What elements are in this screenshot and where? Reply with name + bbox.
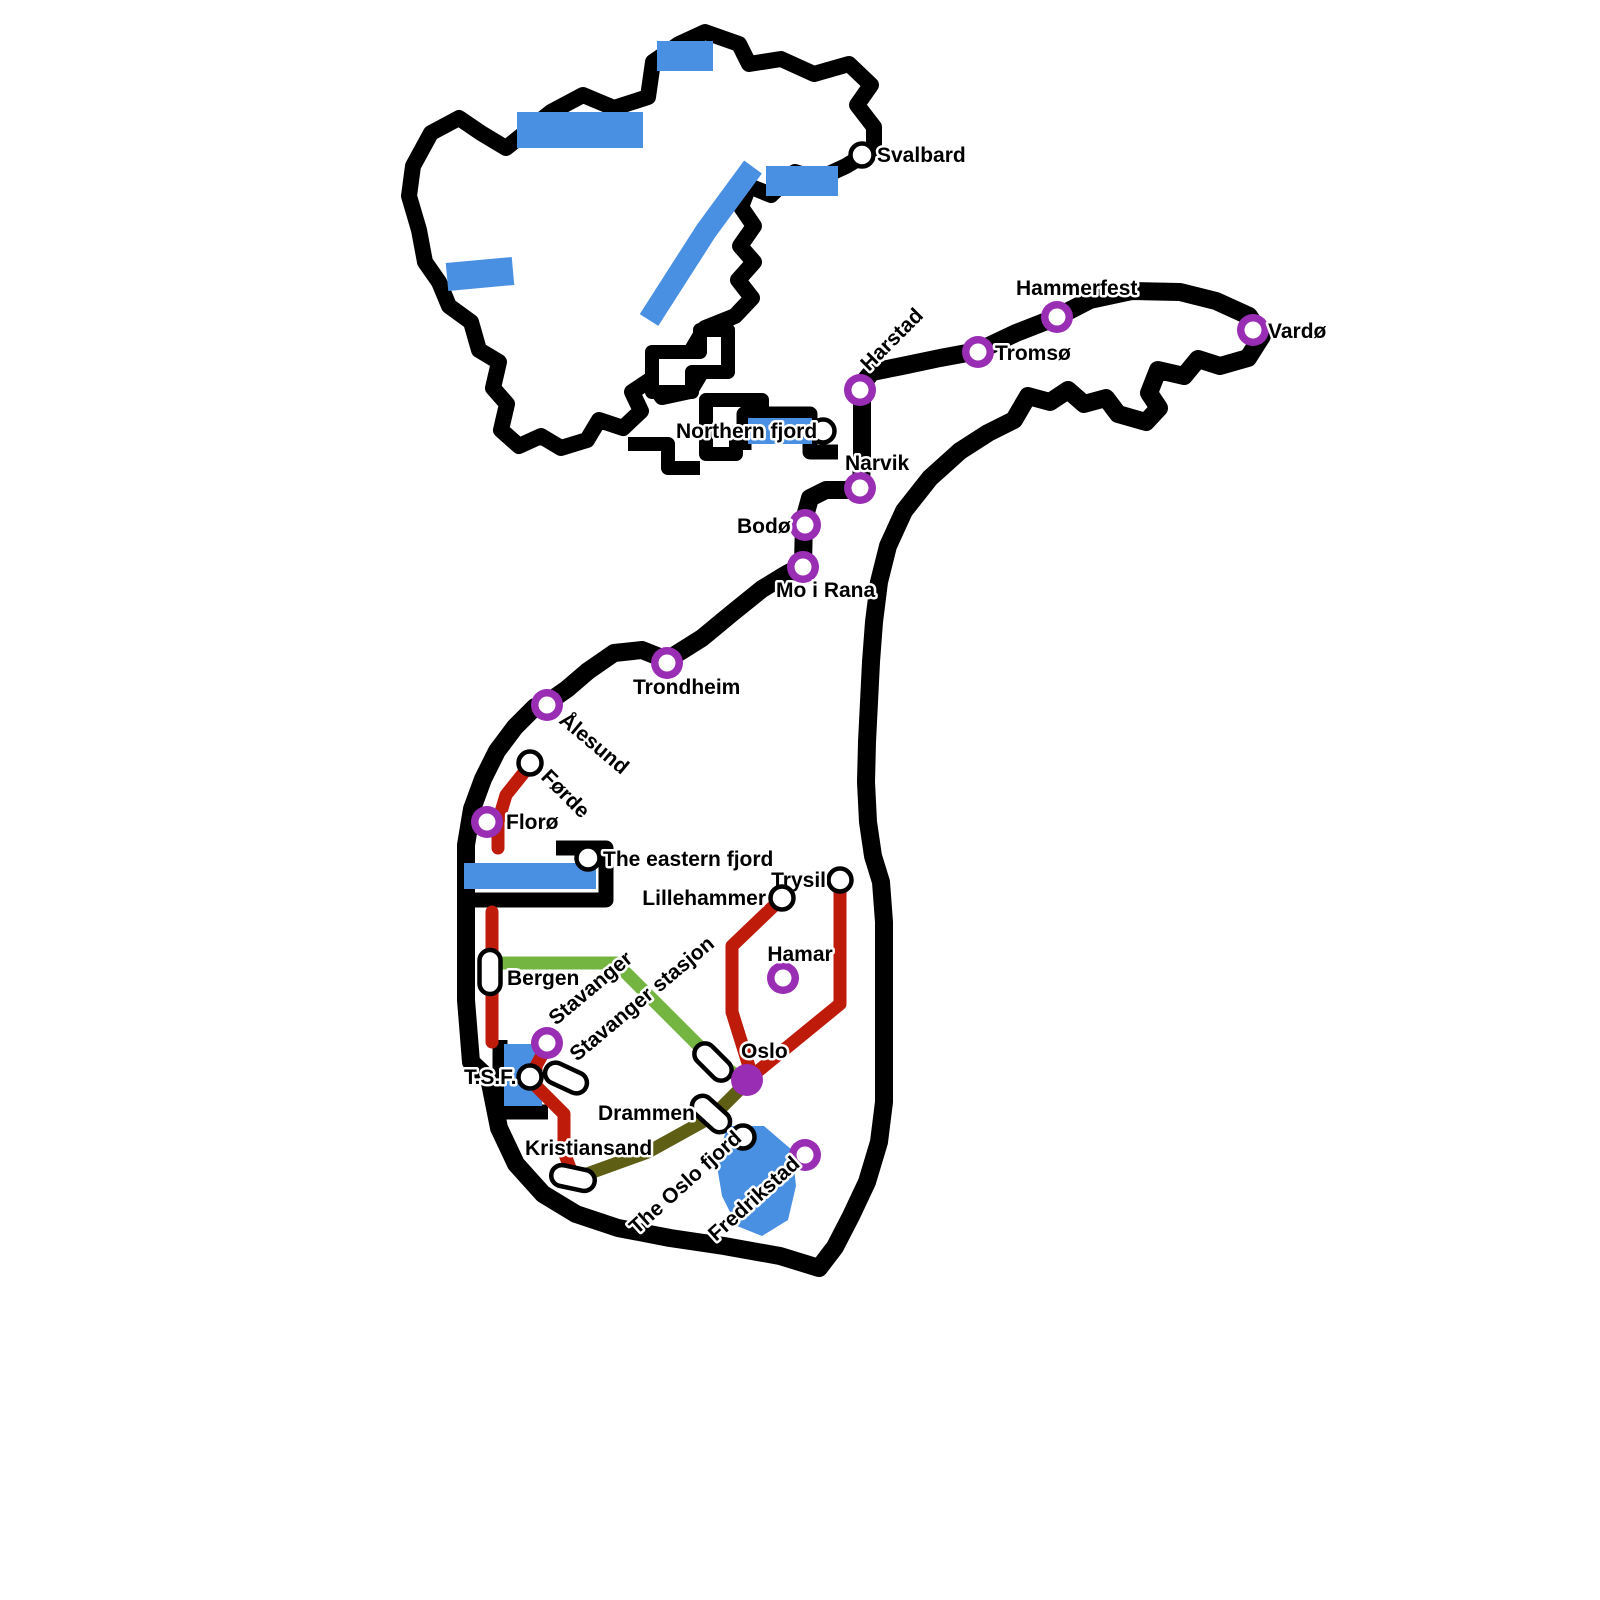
oslo-fjord-water (716, 1126, 796, 1236)
svalbard-fjord-west (445, 257, 515, 291)
station-tsf[interactable] (516, 1063, 544, 1091)
station-harstad-center (851, 381, 869, 399)
label-lillehammer: Lillehammer (642, 887, 766, 910)
label-kristiansand: Kristiansand (525, 1137, 652, 1160)
svalbard-fjord-long-diagonal (639, 160, 762, 326)
station-alesund-center (538, 696, 556, 714)
label-tromso: Tromsø (995, 342, 1071, 365)
label-vardo: Vardø (1268, 320, 1327, 343)
label-svalbard: Svalbard (877, 144, 966, 167)
label-hamar: Hamar (767, 943, 832, 966)
route-red-stavanger-kristiansand (529, 1039, 580, 1183)
station-stavanger-coast-stop[interactable] (542, 1059, 591, 1097)
island-chain-line (628, 437, 700, 475)
station-narvik-center (851, 479, 869, 497)
station-kristiansand[interactable] (549, 1162, 597, 1194)
svalbard-archipelago-outline (401, 24, 882, 456)
label-tsf: T.S.F. (464, 1066, 517, 1089)
northern-fjord-inlet (736, 406, 838, 460)
station-oslo[interactable] (731, 1064, 763, 1096)
station-lillehammer[interactable] (768, 884, 796, 912)
route-olive-oslo-drammen-kristiansand (569, 1075, 754, 1185)
northern-fjord-water (748, 418, 812, 444)
label-northern-fjord: Northern fjord (676, 420, 817, 443)
route-red-forde-floro (491, 758, 537, 855)
station-hamar-center (774, 969, 792, 987)
station-stavanger-center (538, 1034, 556, 1052)
station-mo-i-rana-center (794, 558, 812, 576)
station-forde[interactable] (516, 749, 544, 777)
tsf-inlet (492, 1040, 548, 1120)
station-oslo-fjord-stop[interactable] (729, 1123, 757, 1151)
station-trysil[interactable] (826, 866, 854, 894)
label-eastern-fjord: The eastern fjord (603, 848, 773, 871)
label-narvik: Narvik (845, 452, 910, 475)
island-lofoten-1-outline (645, 323, 735, 399)
station-drammen[interactable] (688, 1091, 735, 1136)
label-oslo: Oslo (741, 1040, 788, 1063)
station-hammerfest-center (1048, 308, 1066, 326)
station-floro-center (478, 813, 496, 831)
station-svalbard[interactable] (848, 141, 876, 169)
label-trondheim: Trondheim (633, 676, 740, 699)
label-bodo: Bodø (737, 515, 791, 538)
station-northern-fjord[interactable] (809, 417, 837, 445)
label-bergen: Bergen (507, 967, 579, 990)
station-eastern-fjord[interactable] (574, 844, 602, 872)
station-bergen[interactable] (477, 947, 503, 997)
station-fredrikstad-center (796, 1146, 814, 1164)
label-mo-i-rana: Mo i Rana (776, 579, 875, 602)
label-hammerfest: Hammerfest (1016, 277, 1137, 300)
station-vardo-center (1244, 321, 1262, 339)
station-trondheim-center (658, 654, 676, 672)
station-stavanger-stasjon[interactable] (690, 1039, 736, 1085)
route-red-trysil-oslo-lillehammer (725, 873, 847, 1083)
station-tromso-center (969, 343, 987, 361)
label-drammen: Drammen (598, 1102, 695, 1125)
station-bodo-center (796, 516, 814, 534)
label-floro: Florø (506, 811, 559, 834)
